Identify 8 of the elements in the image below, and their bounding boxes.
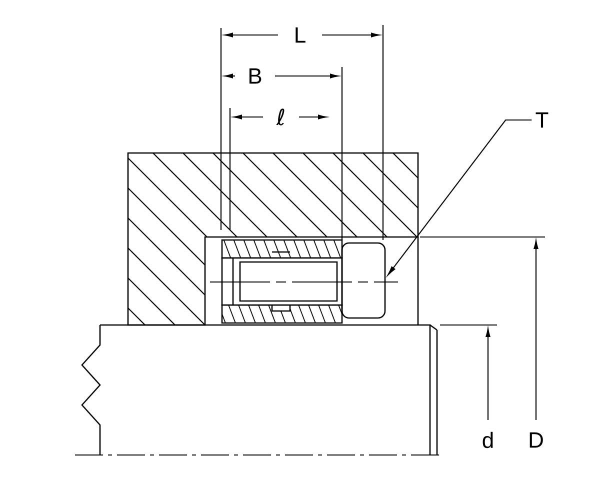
callout-label: T (536, 112, 548, 128)
dimension-label: D (530, 432, 543, 448)
leader-line (388, 119, 532, 276)
dimension-label: B (249, 68, 262, 84)
dimension-label: ℓ (276, 108, 284, 126)
screw-head (341, 242, 386, 319)
dimension-label: L (296, 27, 306, 43)
dimension-label: d (482, 432, 493, 448)
